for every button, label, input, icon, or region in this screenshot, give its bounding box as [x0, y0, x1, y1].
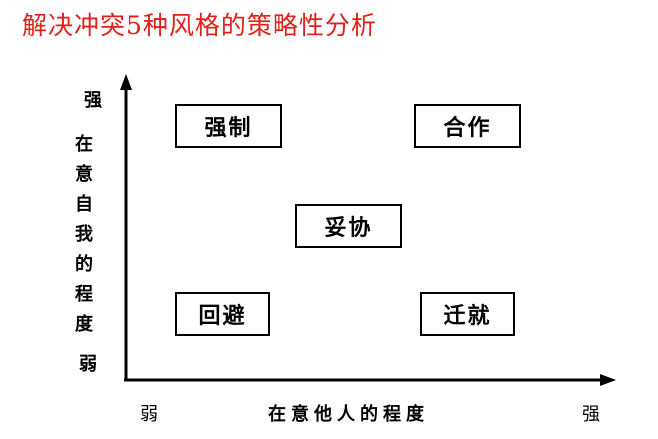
style-box-compromise: 妥协: [295, 204, 402, 248]
y-axis-high-label: 强: [84, 90, 102, 111]
y-axis-arrow-icon: [120, 74, 132, 90]
style-box-cooperation: 合作: [414, 104, 521, 148]
style-box-avoiding: 回避: [175, 292, 270, 336]
x-axis-high-label: 强: [582, 404, 600, 425]
style-box-forcing: 强制: [175, 104, 282, 148]
page-title: 解决冲突5种风格的策略性分析: [22, 11, 377, 40]
x-axis-low-label: 弱: [140, 404, 158, 425]
style-box-accommodating: 迁就: [420, 292, 515, 336]
x-axis-arrow-icon: [600, 374, 616, 386]
x-axis-title: 在意他人的程度: [268, 404, 429, 425]
y-axis-title: 在意自我的程度: [75, 134, 93, 335]
y-axis-low-label: 弱: [79, 354, 97, 375]
